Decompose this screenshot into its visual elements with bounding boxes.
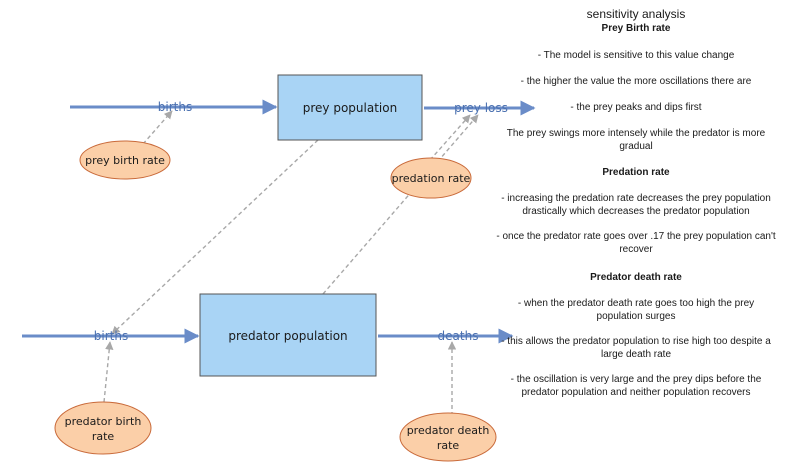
predator-birth-rate-aux <box>54 401 152 455</box>
predator-population-label: predator population <box>228 329 347 343</box>
prey-birth-rate-aux <box>79 140 171 180</box>
link-prey-to-predator-births <box>111 139 319 335</box>
note-paragraph: - The model is sensitive to this value c… <box>537 50 735 61</box>
notes-title: sensitivity analysis <box>586 7 686 21</box>
link-prey-birth-rate-to-births <box>142 110 173 145</box>
predator-deaths-label: deaths <box>438 329 479 343</box>
predator-births-label: births <box>94 329 128 343</box>
predator-death-rate-label-line2: rate <box>437 439 460 452</box>
note-paragraph: - when the predator death rate goes too … <box>517 298 755 322</box>
predator-death-rate-label-line1: predator death <box>407 424 490 437</box>
note-paragraph: The prey swings more intensely while the… <box>506 128 766 152</box>
note-paragraph: - the prey peaks and dips first <box>570 102 702 113</box>
predator-birth-rate-label-line1: predator birth <box>65 415 142 428</box>
note-paragraph: - once the predator rate goes over .17 t… <box>496 231 776 255</box>
predator-death-rate-aux <box>399 412 497 462</box>
sensitivity-notes: sensitivity analysis Prey Birth rate - T… <box>478 8 794 399</box>
note-paragraph: - increasing the predation rate decrease… <box>501 193 771 217</box>
prey-birth-rate-label: prey birth rate <box>85 154 165 167</box>
prey-loss-label: prey loss <box>454 101 508 115</box>
prey-population-label: prey population <box>303 101 397 115</box>
note-paragraph: - the oscillation is very large and the … <box>510 374 762 398</box>
note-paragraph: - this allows the predator population to… <box>501 336 771 360</box>
predation-rate-label: predation rate <box>392 172 471 185</box>
predation-rate-aux <box>390 157 472 199</box>
link-predator-to-prey-loss <box>322 114 479 295</box>
note-paragraph: - the higher the value the more oscillat… <box>520 76 752 87</box>
section-heading: Prey Birth rate <box>601 23 671 34</box>
prey-births-label: births <box>158 100 192 114</box>
prey-population-stock <box>277 74 423 141</box>
section-heading: Predation rate <box>602 167 670 178</box>
predator-population-stock <box>199 293 377 377</box>
predator-birth-rate-label-line2: rate <box>92 430 115 443</box>
section-heading: Predator death rate <box>590 272 682 283</box>
link-predator-birth-rate-to-births <box>103 341 114 403</box>
link-predation-rate-to-prey-loss <box>429 114 471 161</box>
